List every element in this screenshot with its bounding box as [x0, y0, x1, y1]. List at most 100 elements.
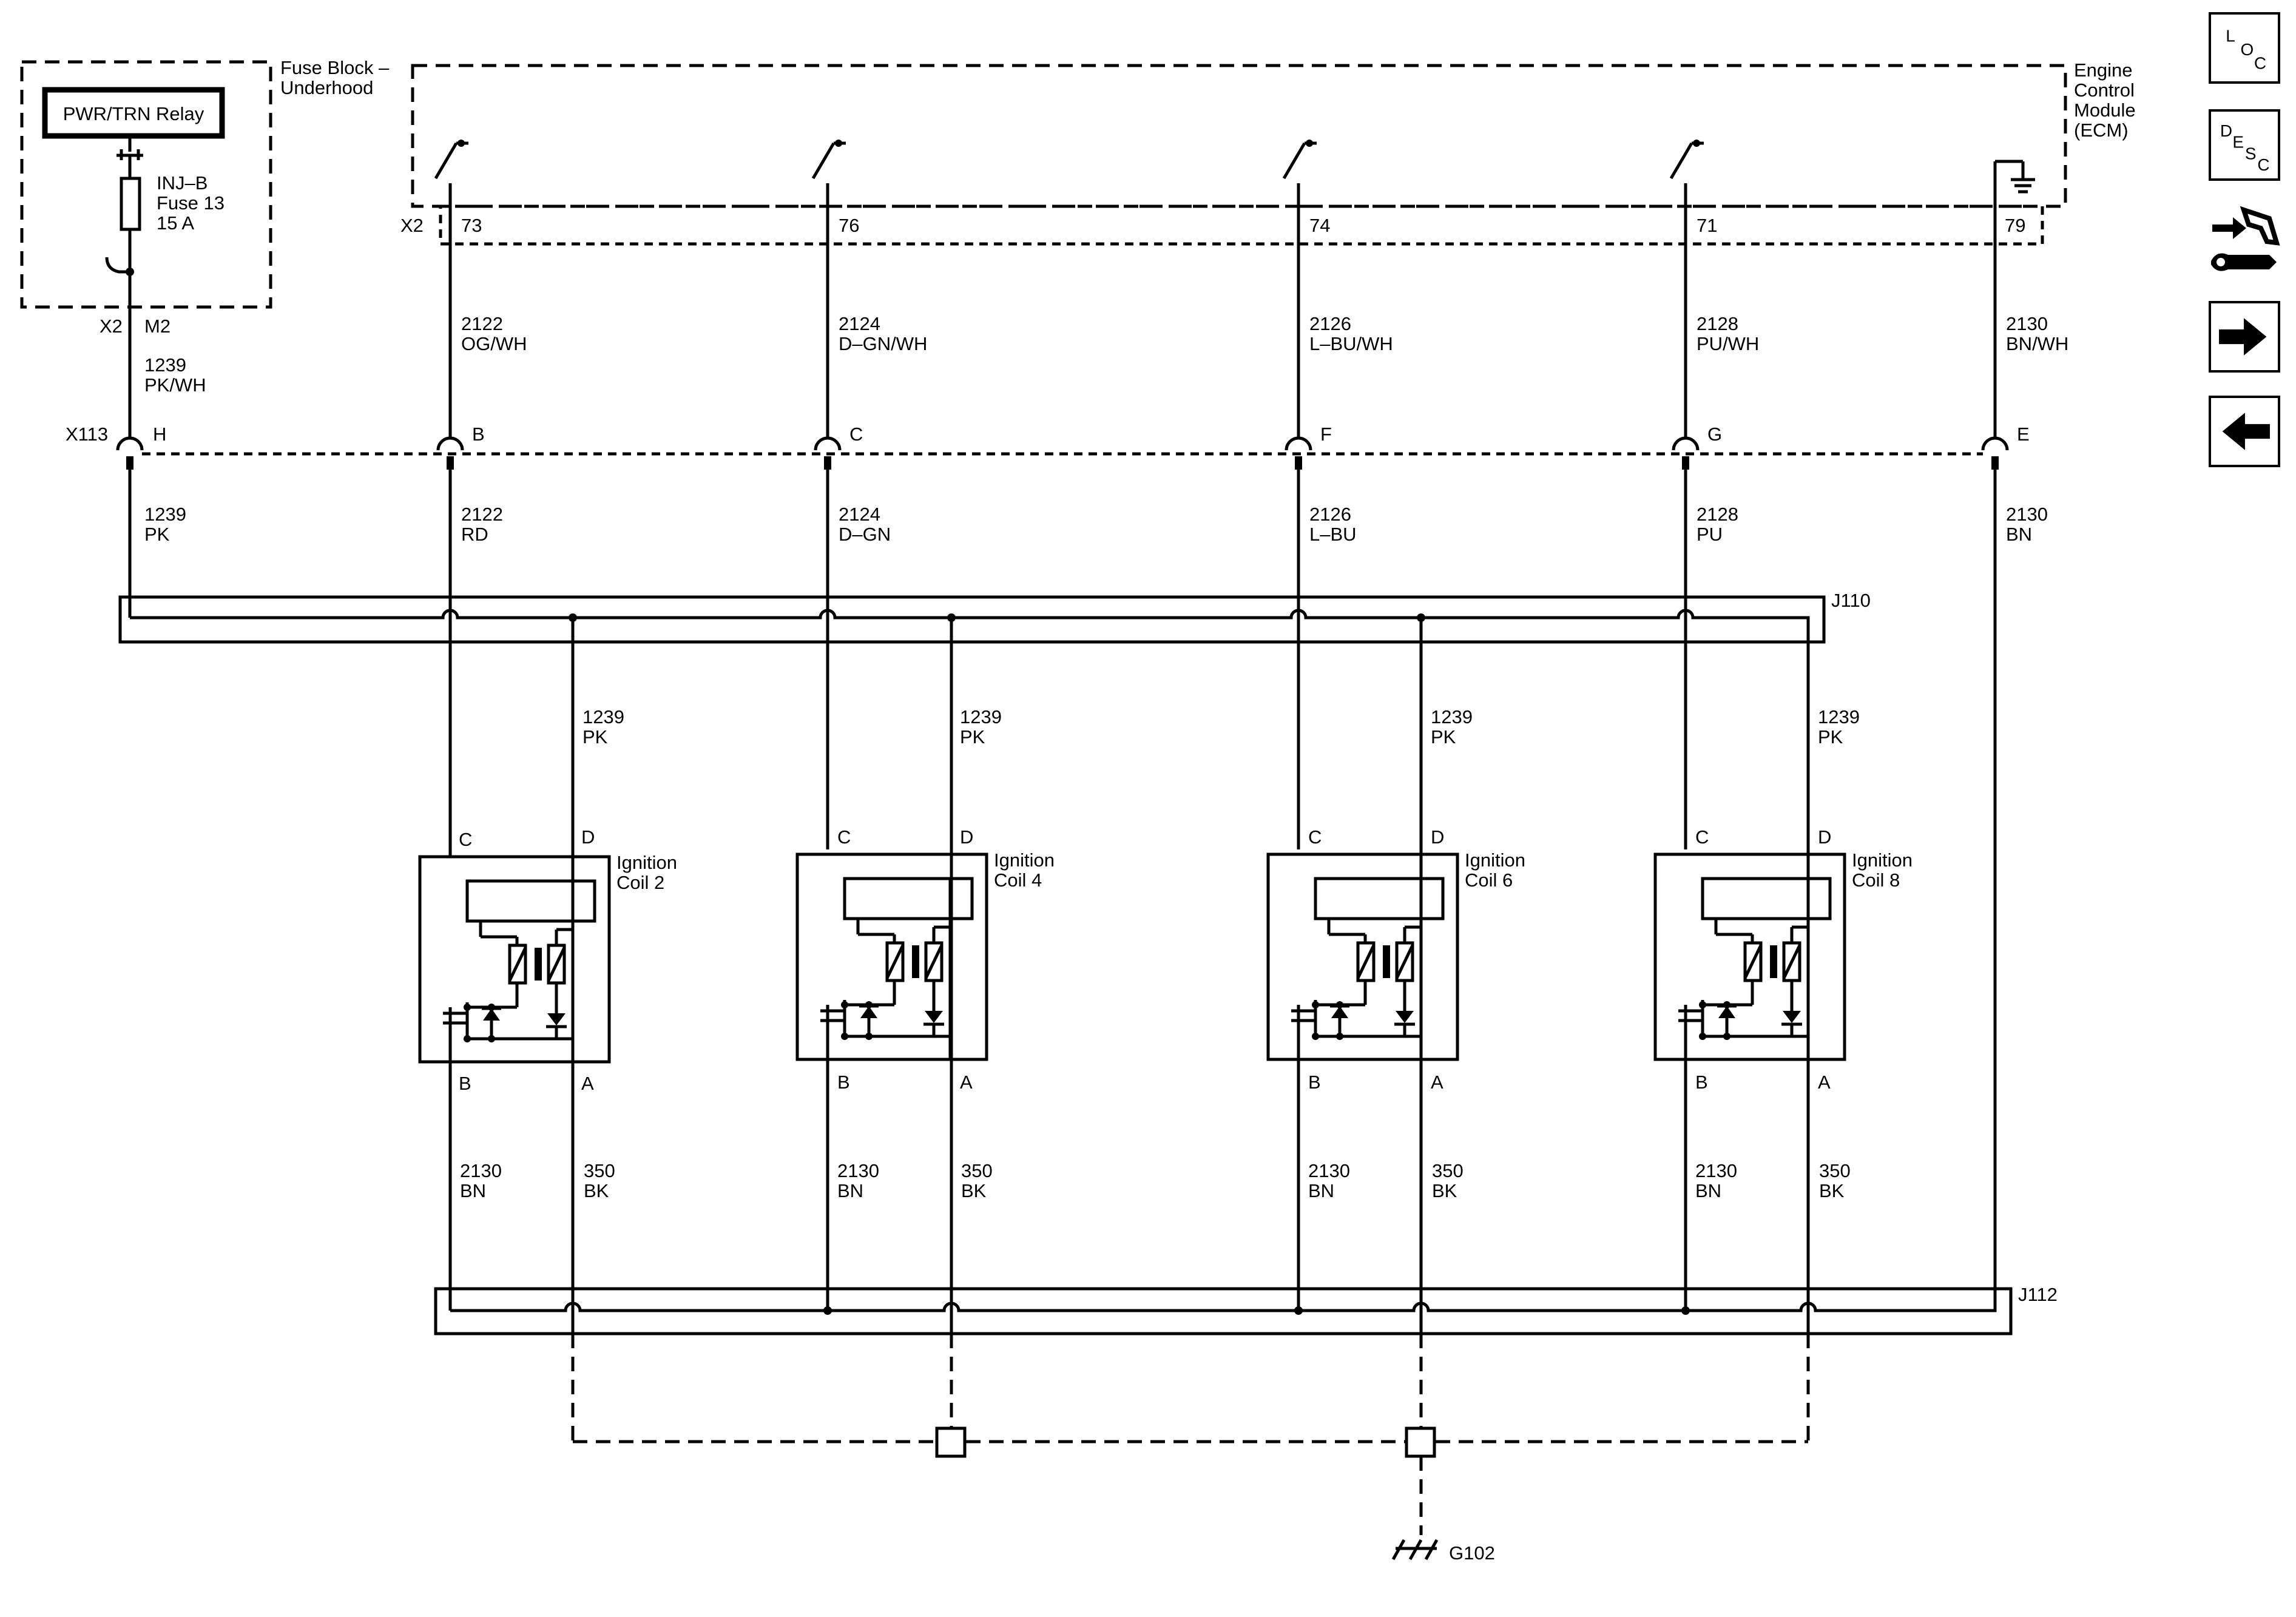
arrow-left-icon: [2222, 413, 2270, 450]
svg-text:OG/WH: OG/WH: [461, 333, 527, 354]
svg-text:BK: BK: [961, 1180, 987, 1201]
svg-text:A: A: [960, 1072, 973, 1093]
svg-text:E: E: [2017, 424, 2030, 445]
ignition-coil-2: C D B A Ignition Coil 2: [420, 826, 677, 1094]
svg-text:BN: BN: [837, 1180, 863, 1201]
svg-text:2130: 2130: [1695, 1160, 1737, 1181]
svg-text:1239: 1239: [144, 354, 186, 376]
j112-label: J112: [2018, 1284, 2058, 1305]
svg-text:1239: 1239: [1431, 706, 1473, 727]
svg-text:2124: 2124: [839, 313, 880, 334]
location-button[interactable]: L O C: [2209, 12, 2280, 84]
svg-text:PU/WH: PU/WH: [1697, 333, 1759, 354]
ignition-coil-6: C D B A Ignition Coil 6: [1268, 826, 1525, 1093]
svg-text:PK: PK: [1818, 726, 1843, 748]
connector-tool-button[interactable]: [2209, 206, 2280, 279]
svg-text:350: 350: [961, 1160, 993, 1181]
upper-wires: [128, 244, 1997, 437]
svg-text:Coil 2: Coil 2: [616, 872, 664, 893]
upper-wire-labels: 1239 PK/WH 2122 OG/WH 2124 D–GN/WH 2126 …: [144, 313, 2068, 396]
svg-text:C: C: [1308, 826, 1322, 848]
svg-text:H: H: [153, 424, 166, 445]
svg-text:Ignition: Ignition: [1465, 849, 1525, 871]
svg-text:BK: BK: [1432, 1180, 1457, 1201]
loc-icon: L O C: [2226, 27, 2266, 73]
svg-text:C: C: [2257, 155, 2269, 174]
coil-feed-labels: 1239 PK 1239 PK 1239 PK 1239 PK: [582, 706, 1860, 748]
svg-text:D: D: [1431, 826, 1444, 848]
ground-g102-label: G102: [1449, 1542, 1495, 1564]
ignition-coil-8: C D B A Ignition Coil 8: [1655, 826, 1913, 1093]
svg-text:Ignition: Ignition: [1852, 849, 1913, 871]
svg-text:2130: 2130: [460, 1160, 502, 1181]
connector-tool-icon: [2211, 206, 2280, 271]
svg-text:Ignition: Ignition: [616, 852, 677, 873]
arrow-right-icon: [2219, 318, 2267, 356]
coil-output-wires: [448, 1059, 1810, 1311]
svg-text:D: D: [581, 826, 595, 848]
svg-text:D: D: [1818, 826, 1831, 848]
svg-text:E: E: [2232, 133, 2244, 152]
ecm-title-line2: Control: [2074, 79, 2135, 101]
svg-text:2122: 2122: [461, 504, 503, 525]
svg-text:D: D: [2220, 121, 2232, 140]
svg-text:L–BU/WH: L–BU/WH: [1309, 333, 1393, 354]
svg-text:A: A: [1818, 1072, 1831, 1093]
svg-text:C: C: [849, 424, 863, 445]
svg-text:S: S: [2245, 144, 2257, 163]
svg-text:B: B: [1695, 1072, 1708, 1093]
svg-text:1239: 1239: [144, 504, 186, 525]
svg-text:2128: 2128: [1697, 313, 1738, 334]
svg-text:PK: PK: [960, 726, 985, 748]
ecm-title-line1: Engine: [2074, 59, 2133, 81]
engine-control-module: Engine Control Module (ECM) X2: [400, 59, 2136, 246]
svg-text:2130: 2130: [2006, 504, 2048, 525]
ecm-pin-74: 74: [1309, 215, 1330, 236]
desc-icon: D E S C: [2220, 121, 2270, 174]
svg-text:350: 350: [1819, 1160, 1851, 1181]
svg-text:D: D: [960, 826, 973, 848]
svg-text:Coil 4: Coil 4: [994, 869, 1042, 891]
svg-text:A: A: [581, 1073, 594, 1094]
lower-wire-labels: 1239 PK 2122 RD 2124 D–GN 2126 L–BU 2128…: [144, 504, 2048, 545]
svg-text:PK: PK: [1431, 726, 1456, 748]
fuse-block-underhood: Fuse Block – Underhood PWR/TRN Relay INJ…: [20, 57, 390, 337]
svg-text:2130: 2130: [2006, 313, 2048, 334]
fuse-13: [120, 177, 141, 231]
svg-text:2126: 2126: [1309, 504, 1351, 525]
svg-text:2122: 2122: [461, 313, 503, 334]
fuse-number: Fuse 13: [157, 192, 225, 214]
fuse-name: INJ–B: [157, 172, 208, 194]
svg-text:Coil 8: Coil 8: [1852, 869, 1900, 891]
svg-text:2124: 2124: [839, 504, 880, 525]
svg-text:BN: BN: [1308, 1180, 1334, 1201]
svg-text:BN/WH: BN/WH: [2006, 333, 2068, 354]
svg-text:B: B: [459, 1073, 471, 1094]
svg-text:Ignition: Ignition: [994, 849, 1055, 871]
fuse-block-pin: M2: [144, 316, 171, 337]
previous-button[interactable]: [2209, 396, 2280, 467]
ecm-ground-symbol: [1993, 160, 2035, 244]
j110-splice-dots: [569, 613, 1425, 622]
svg-text:C: C: [837, 826, 851, 848]
description-button[interactable]: D E S C: [2209, 109, 2280, 181]
svg-text:C: C: [2254, 53, 2266, 72]
ecm-pin-73: 73: [461, 215, 482, 236]
svg-text:B: B: [472, 424, 485, 445]
svg-text:B: B: [837, 1072, 850, 1093]
svg-text:PK: PK: [144, 524, 170, 545]
ignition-coil-4: C D B A Ignition Coil 4: [797, 826, 1055, 1093]
ecm-pin-76: 76: [839, 215, 859, 236]
svg-text:C: C: [1695, 826, 1709, 848]
svg-text:L: L: [2226, 27, 2235, 46]
next-button[interactable]: [2209, 301, 2280, 373]
fuse-block-title-line1: Fuse Block –: [280, 57, 390, 78]
svg-text:RD: RD: [461, 524, 488, 545]
ecm-driver-switches: [434, 140, 1704, 244]
svg-text:L–BU: L–BU: [1309, 524, 1357, 545]
svg-text:B: B: [1308, 1072, 1321, 1093]
svg-text:BN: BN: [460, 1180, 486, 1201]
svg-text:2128: 2128: [1697, 504, 1738, 525]
svg-text:1239: 1239: [582, 706, 624, 727]
